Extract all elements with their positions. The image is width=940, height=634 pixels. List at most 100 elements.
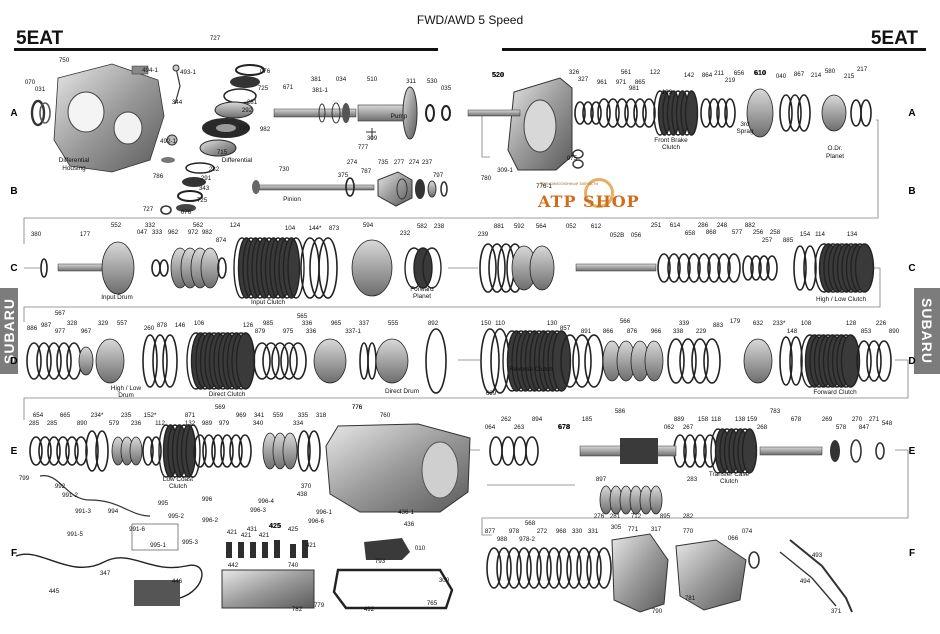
ring — [185, 424, 201, 478]
part-label: 211 — [714, 70, 724, 77]
part-label: 978 — [509, 528, 520, 535]
part-label: 557 — [117, 320, 128, 327]
row-letter-left: E — [11, 446, 18, 457]
ring — [700, 98, 712, 128]
ring — [238, 434, 252, 468]
part-label: 271 — [869, 416, 880, 423]
ring — [489, 436, 503, 466]
part-label: 965 — [331, 320, 342, 327]
ring — [667, 338, 685, 384]
ring — [697, 253, 711, 283]
part-label: 340 — [253, 420, 264, 427]
ring — [159, 259, 169, 277]
ring — [26, 342, 42, 380]
part-label: 282 — [683, 513, 694, 520]
part-label: 268 — [757, 424, 768, 431]
part-label: 334 — [293, 420, 304, 427]
part-label: 783 — [770, 408, 781, 415]
part-label: 066 — [728, 535, 739, 542]
part-label: 102 — [662, 89, 673, 96]
part-label: 152* — [144, 412, 157, 419]
part-label: 776 — [352, 404, 363, 411]
part-label: 879 — [255, 328, 266, 335]
part-label: 237 — [422, 159, 433, 166]
part-label: 777 — [358, 144, 369, 151]
ring — [307, 430, 321, 472]
part-label: 438 — [297, 491, 308, 498]
row-letter-left: F — [11, 548, 17, 559]
ring — [708, 98, 720, 128]
part-label: 234* — [91, 412, 104, 419]
ring — [46, 342, 62, 380]
ring — [657, 253, 671, 283]
part-label: 070 — [25, 79, 36, 86]
part-label: 256 — [753, 229, 764, 236]
ring — [359, 342, 369, 380]
part-label: 654 — [33, 412, 44, 419]
part-label: 866 — [603, 328, 614, 335]
part-label: 118 — [711, 416, 721, 423]
part-label: 578 — [836, 424, 847, 431]
part-label: 857 — [560, 325, 571, 332]
row-a-b-parts — [30, 63, 584, 215]
connector-b-c — [23, 119, 879, 244]
part-label: 871 — [185, 412, 196, 419]
part-label: 344 — [172, 99, 183, 106]
ring — [584, 334, 604, 388]
part-label: 873 — [329, 225, 340, 232]
part-label: 555 — [388, 320, 399, 327]
part-label: 612 — [591, 223, 602, 230]
side-tab-right: SUBARU — [914, 288, 940, 374]
part-label: 897 — [596, 476, 607, 483]
ring — [525, 436, 539, 466]
ring — [129, 436, 143, 466]
ring — [142, 334, 158, 388]
ring — [624, 98, 638, 128]
part-label: 632 — [753, 320, 764, 327]
ring — [253, 342, 271, 380]
ring — [793, 245, 807, 291]
ring — [586, 547, 602, 589]
part-label: 995-3 — [182, 539, 198, 546]
part-label: 891 — [581, 328, 592, 335]
part-label: 146 — [175, 322, 186, 329]
part-label: 328 — [67, 320, 78, 327]
ring — [486, 547, 502, 589]
part-label: 124 — [230, 222, 241, 229]
part-label: 104 — [285, 225, 296, 232]
ring — [488, 243, 506, 293]
part-label: 890 — [77, 420, 88, 427]
ring — [150, 436, 162, 466]
ring — [235, 332, 256, 390]
ring — [779, 94, 793, 132]
part-label: 889 — [674, 416, 685, 423]
part-label: 580 — [825, 68, 836, 75]
ring — [193, 434, 207, 468]
part-label: 233* — [773, 320, 786, 327]
assembly-caption: Clutch — [662, 144, 681, 151]
ring — [789, 336, 803, 386]
part-label: 425 — [270, 523, 281, 530]
ring — [644, 340, 664, 382]
ring — [40, 258, 48, 278]
part-label: 339 — [679, 320, 690, 327]
part-label: 892 — [428, 320, 439, 327]
part-label: 847 — [859, 424, 870, 431]
row-letter-right: E — [909, 446, 916, 457]
part-label: 106 — [194, 320, 205, 327]
part-label: 381-1 — [312, 87, 328, 94]
part-label: 614 — [670, 222, 681, 229]
part-label: 874 — [216, 237, 227, 244]
ring — [582, 101, 594, 125]
part-label: 972 — [188, 229, 199, 236]
part-label: 586 — [615, 408, 626, 415]
part-label: 134 — [847, 231, 858, 238]
ring — [876, 340, 892, 382]
ring — [707, 253, 721, 283]
clutch-ring-stacks — [26, 88, 892, 589]
ring — [590, 101, 602, 125]
ring — [633, 98, 647, 128]
part-label: 056 — [631, 232, 642, 239]
part-label: 236 — [131, 420, 142, 427]
ring — [574, 101, 586, 125]
